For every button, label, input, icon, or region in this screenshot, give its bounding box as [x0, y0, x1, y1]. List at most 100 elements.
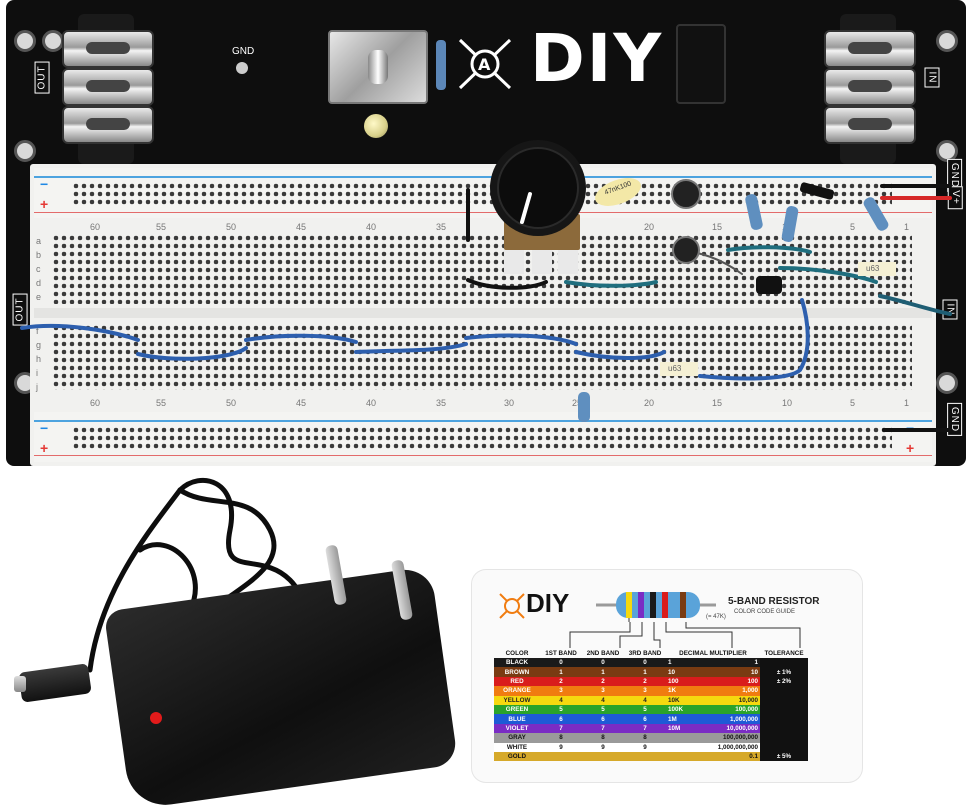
cell-tol: ± 5% [760, 751, 808, 762]
card-brand: DIY [526, 588, 570, 618]
cell-m2: 100,000,000 [708, 733, 760, 743]
cell-d2: 4 [582, 695, 624, 705]
chip-label: u63 [866, 264, 880, 273]
cell-d3: 6 [624, 714, 666, 724]
resistor-icon [596, 592, 716, 622]
rail-holes [72, 426, 892, 450]
cell-d3: 9 [624, 742, 666, 752]
cell-m2: 10,000,000 [708, 723, 760, 734]
cell-d2 [582, 751, 624, 762]
gnd-pad [236, 62, 248, 74]
cell-m1: 10K [666, 695, 708, 705]
cell-m2: 10,000 [708, 695, 760, 705]
row-letter: i [36, 368, 38, 378]
rail-plus-sign: + [40, 196, 49, 212]
cell-name: GRAY [494, 733, 540, 743]
column-header: TOLERANCE [764, 649, 804, 657]
cell-m1: 1K [666, 686, 708, 696]
row-letter: e [36, 292, 42, 302]
cell-d2: 6 [582, 714, 624, 724]
cell-d2: 5 [582, 704, 624, 715]
cell-d1: 2 [540, 676, 582, 687]
mounting-hole [14, 30, 36, 52]
rail-line-blue [34, 176, 932, 178]
svg-text:A: A [478, 55, 491, 74]
row-letter: b [36, 250, 42, 260]
cell-name: GOLD [494, 751, 540, 762]
cell-d3: 8 [624, 733, 666, 743]
cell-tol: ± 1% [760, 667, 808, 677]
cell-d3: 5 [624, 704, 666, 715]
cell-d1: 0 [540, 658, 582, 668]
column-number: 30 [504, 398, 515, 408]
cell-d1: 6 [540, 714, 582, 724]
input-jack [818, 14, 918, 164]
cell-tol: ± 2% [760, 676, 808, 687]
row-letter: g [36, 340, 42, 350]
column-number: 20 [644, 398, 655, 408]
toggle-switch[interactable] [328, 30, 428, 104]
card-title: 5-BAND RESISTOR [728, 596, 820, 607]
row-letter: f [36, 326, 39, 336]
card-subtitle: COLOR CODE GUIDE [734, 609, 796, 615]
cell-m2: 1,000,000,000 [708, 742, 760, 752]
cell-name: GREEN [494, 704, 540, 715]
dc-plug-tip [14, 676, 26, 692]
column-number: 5 [850, 222, 856, 232]
dc-power-jack[interactable] [676, 24, 726, 104]
cell-tol [760, 714, 808, 724]
cell-d2: 3 [582, 686, 624, 696]
cell-m2: 1 [708, 658, 760, 668]
column-number: 45 [296, 222, 307, 232]
row-letter: j [36, 382, 38, 392]
cell-d3: 1 [624, 667, 666, 677]
cell-tol [760, 733, 808, 743]
cell-d1: 4 [540, 695, 582, 705]
row-letter: d [36, 278, 42, 288]
status-led [364, 114, 388, 138]
column-number: 55 [156, 398, 167, 408]
column-number: 35 [436, 222, 447, 232]
cell-name: BLACK [494, 658, 540, 668]
column-number: 60 [90, 398, 101, 408]
cell-m2: 1,000,000 [708, 714, 760, 724]
cell-name: ORANGE [494, 686, 540, 696]
column-header: 3RD BAND [628, 649, 662, 657]
mounting-hole [936, 140, 958, 162]
cell-m1: 1M [666, 714, 708, 724]
row-letter: c [36, 264, 41, 274]
column-header: 2ND BAND [586, 649, 620, 657]
diy-logo-icon [499, 593, 525, 619]
cell-name: WHITE [494, 742, 540, 752]
cell-d1: 7 [540, 723, 582, 734]
resistor [436, 40, 446, 90]
cell-name: RED [494, 676, 540, 687]
circuit-wires [20, 147, 952, 422]
cell-m1: 100 [666, 676, 708, 687]
resistor-example-value: (= 47K) [706, 614, 726, 620]
column-header: DECIMAL MULTIPLIER [679, 649, 747, 657]
cell-m1 [666, 742, 708, 752]
band-leader-lines [569, 622, 801, 648]
brand-logo-text: DIY [530, 20, 664, 97]
output-jack [56, 14, 156, 164]
cell-m2: 100 [708, 676, 760, 687]
column-number: 50 [226, 398, 237, 408]
cell-name: BROWN [494, 667, 540, 677]
rail-plus-sign: + [906, 440, 915, 456]
cell-d2: 8 [582, 733, 624, 743]
cell-name: BLUE [494, 714, 540, 724]
cell-d3: 0 [624, 658, 666, 668]
adapter-led [150, 712, 162, 724]
cell-m1: 100K [666, 704, 708, 715]
